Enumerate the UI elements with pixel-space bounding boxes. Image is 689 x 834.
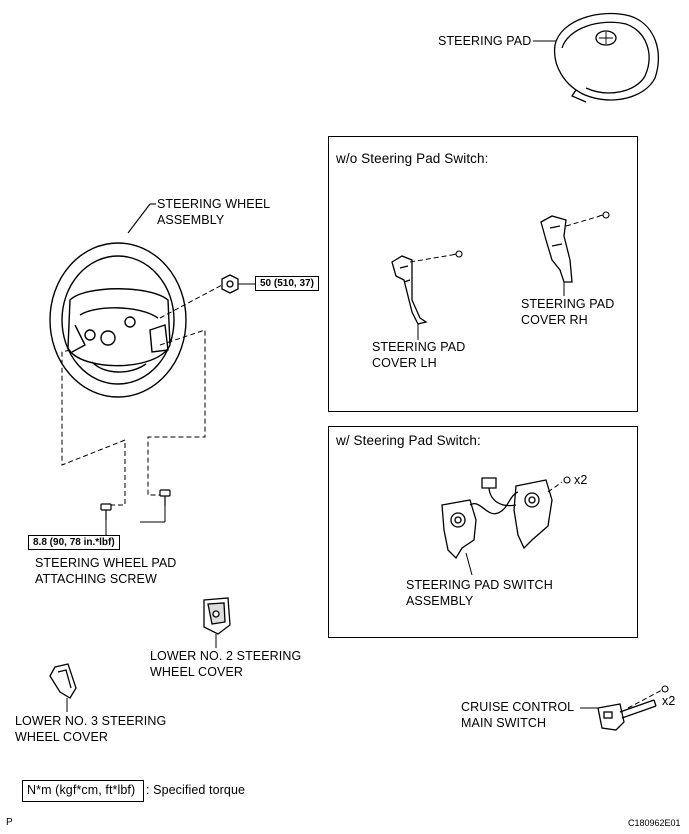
- label-pad-screw-line1: STEERING WHEEL PAD: [35, 556, 177, 570]
- label-cover-lh-line2: COVER LH: [372, 356, 437, 370]
- cover-lh-screw-icon: [451, 250, 463, 258]
- label-cover-rh-line1: STEERING PAD: [521, 297, 615, 311]
- label-cruise-line1: CRUISE CONTROL: [461, 700, 575, 714]
- panel-without-pad-switch-title: w/o Steering Pad Switch:: [336, 151, 489, 166]
- torque-nut: 50 (510, 37): [255, 276, 319, 291]
- legend-unit-text: N*m (kgf*cm, ft*lbf): [27, 783, 136, 797]
- legend-description: : Specified torque: [146, 783, 246, 797]
- label-lower-no3-line2: WHEEL COVER: [15, 730, 109, 744]
- screw-routing-lines: [61, 329, 206, 506]
- label-steering-wheel-assembly-line1: STEERING WHEEL: [157, 197, 271, 211]
- legend-unit-box: [22, 780, 144, 802]
- label-switch-screw-qty: x2: [574, 473, 588, 487]
- steering-pad-illustration: [553, 12, 659, 103]
- panel-with-pad-switch: [328, 426, 638, 638]
- switch-screw-icon: [563, 476, 571, 484]
- switch-assembly-illustration: [441, 477, 553, 560]
- page-letter: P: [6, 817, 13, 828]
- label-cover-rh-line2: COVER RH: [521, 313, 588, 327]
- label-pad-screw-line2: ATTACHING SCREW: [35, 572, 157, 586]
- label-lower-no3-line1: LOWER NO. 3 STEERING: [15, 714, 167, 728]
- nut-illustration: [221, 274, 239, 294]
- cruise-switch-illustration: [597, 699, 657, 731]
- cruise-screw-icon: [661, 685, 669, 693]
- torque-screw: 8.8 (90, 78 in.*lbf): [28, 535, 120, 550]
- label-steering-pad: STEERING PAD: [438, 34, 532, 48]
- label-cover-lh-line1: STEERING PAD: [372, 340, 466, 354]
- label-switch-assembly-line1: STEERING PAD SWITCH: [406, 578, 553, 592]
- cover-rh-screw-icon: [598, 211, 610, 219]
- wheel-assembly-leader: [127, 203, 151, 234]
- label-steering-wheel-assembly-line2: ASSEMBLY: [157, 213, 225, 227]
- label-switch-assembly-line2: ASSEMBLY: [406, 594, 474, 608]
- figure-code: C180962E01: [628, 818, 681, 828]
- cover-rh-illustration: [540, 215, 573, 283]
- panel-with-pad-switch-title: w/ Steering Pad Switch:: [336, 433, 481, 448]
- steering-wheel-illustration: [49, 242, 187, 398]
- lower-no3-cover-illustration: [49, 663, 77, 699]
- label-lower-no2-line2: WHEEL COVER: [150, 665, 244, 679]
- label-cruise-line2: MAIN SWITCH: [461, 716, 547, 730]
- panel-without-pad-switch: [328, 136, 638, 412]
- cover-lh-illustration: [391, 255, 428, 325]
- label-cruise-screw-qty: x2: [662, 694, 676, 708]
- label-lower-no2-line1: LOWER NO. 2 STEERING: [150, 649, 302, 663]
- lower-no2-cover-illustration: [203, 597, 231, 635]
- screw-illustrations: [100, 489, 171, 520]
